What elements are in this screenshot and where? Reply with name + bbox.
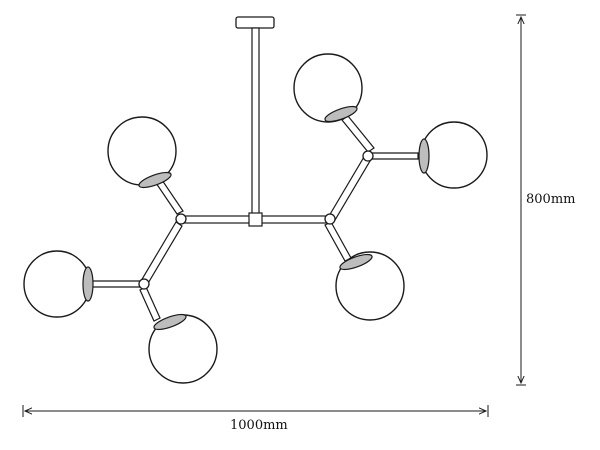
width-dimension-line — [22, 405, 489, 417]
height-dimension-label: 800mm — [526, 192, 576, 207]
down-rod — [251, 27, 260, 219]
height-dimension-line — [516, 14, 526, 386]
globe-lower-left-outer — [23, 250, 94, 318]
main-crossbar — [180, 212, 331, 227]
width-dimension-label: 1000mm — [230, 418, 288, 433]
globe-upper-right — [293, 53, 363, 123]
globe-lower-right — [335, 251, 405, 321]
globe-upper-left — [107, 116, 177, 189]
ceiling-canopy — [235, 16, 275, 29]
right-arms — [324, 115, 419, 262]
globe-lower-left-inner — [148, 313, 218, 384]
joints — [138, 150, 374, 290]
left-arms — [89, 179, 184, 322]
globe-right-outer — [418, 121, 488, 189]
